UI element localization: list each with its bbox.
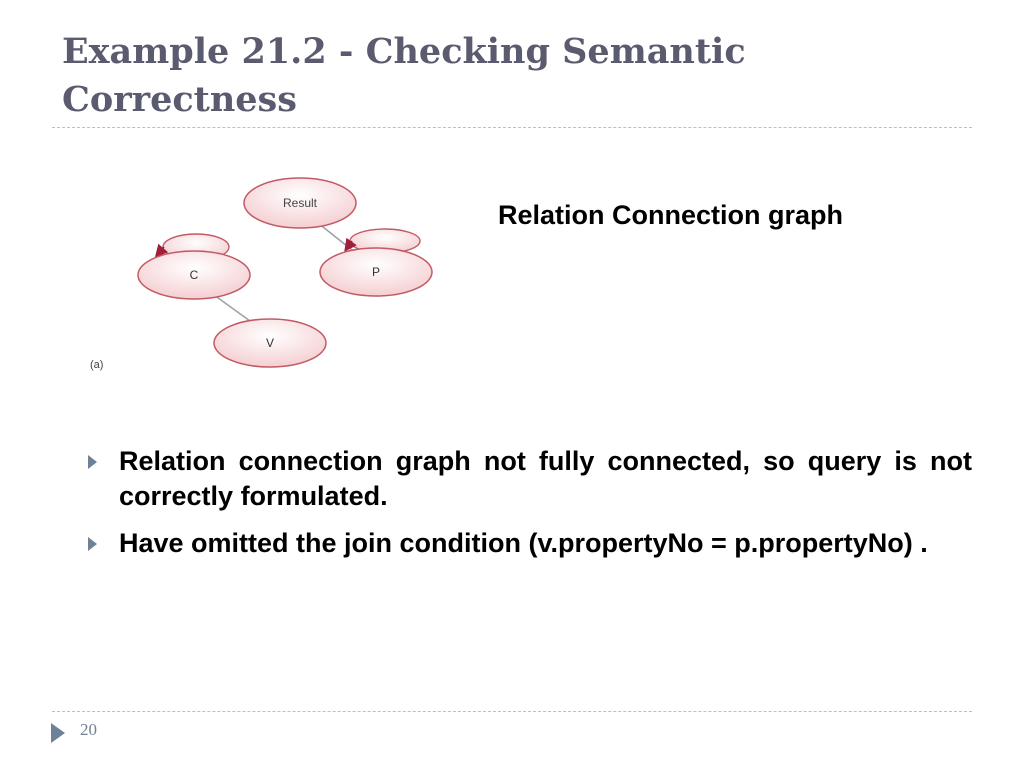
- bullet-item: Relation connection graph not fully conn…: [88, 444, 972, 514]
- panel-label: (a): [90, 359, 103, 371]
- svg-text:Result: Result: [283, 196, 318, 210]
- bullet-text: Have omitted the join condition (v.prope…: [119, 528, 928, 558]
- page-number: 20: [80, 720, 97, 739]
- bullet-list: Relation connection graph not fully conn…: [88, 444, 972, 573]
- relation-connection-graph: Result C P V (a): [90, 177, 433, 371]
- edge-result-p: [317, 222, 353, 251]
- node-p: P: [319, 247, 433, 297]
- node-v: V: [213, 318, 327, 368]
- footer-divider: [52, 711, 972, 712]
- page-marker-icon: [51, 723, 65, 743]
- svg-text:C: C: [190, 268, 199, 282]
- slide-title: Example 21.2 - Checking Semantic Correct…: [62, 31, 746, 120]
- triangle-bullet-icon: [88, 455, 97, 469]
- bullet-item: Have omitted the join condition (v.prope…: [88, 526, 972, 561]
- edge-c-v: [213, 294, 251, 322]
- svg-text:V: V: [266, 336, 274, 350]
- bullet-text: Relation connection graph not fully conn…: [119, 446, 972, 511]
- svg-text:P: P: [372, 265, 380, 279]
- triangle-bullet-icon: [88, 537, 97, 551]
- title-divider: [52, 127, 972, 128]
- node-c: C: [137, 250, 251, 300]
- node-result: Result: [243, 177, 357, 229]
- graph-caption: Relation Connection graph: [498, 200, 844, 230]
